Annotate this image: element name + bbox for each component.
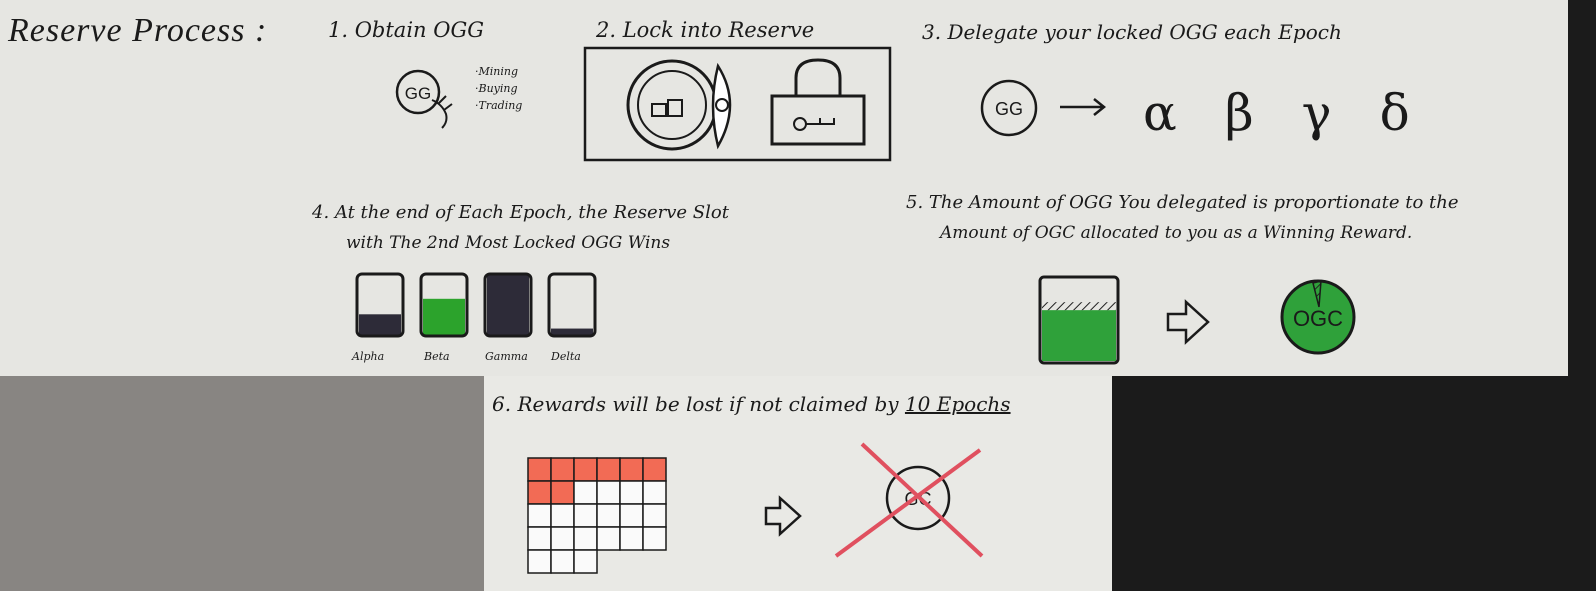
obtain-method-item: ·Mining bbox=[475, 65, 519, 78]
epoch-cell bbox=[596, 457, 621, 482]
epoch-cell bbox=[550, 503, 575, 528]
arrow-right-icon bbox=[1060, 98, 1107, 116]
epoch-cell bbox=[573, 526, 598, 551]
epoch-cell bbox=[573, 480, 598, 505]
step-5-heading-line2: Amount of OGC allocated to you as a Winn… bbox=[940, 223, 1413, 243]
epoch-cell bbox=[596, 503, 621, 528]
slot-fill bbox=[487, 274, 529, 336]
slot-outline bbox=[419, 272, 469, 338]
step-4-heading-line1: 4. At the end of Each Epoch, the Reserve… bbox=[312, 202, 729, 223]
hollow-arrow-icon-2 bbox=[764, 495, 802, 537]
slot-fill bbox=[359, 314, 401, 336]
greek-letter-gamma: γ bbox=[1301, 84, 1332, 142]
slot-label-beta: Beta bbox=[424, 350, 450, 363]
ogg-coin-delegate-label: GG bbox=[995, 99, 1023, 119]
epoch-grid bbox=[527, 457, 667, 574]
reserve-slots bbox=[355, 272, 597, 338]
slot-outline bbox=[355, 272, 405, 338]
step-6-heading: 6. Rewards will be lost if not claimed b… bbox=[492, 392, 1011, 416]
reward-hatch bbox=[1042, 302, 1116, 311]
greek-letter-beta: β bbox=[1224, 84, 1254, 142]
step-1-heading: 1. Obtain OGG bbox=[328, 18, 485, 42]
padlock-icon bbox=[770, 58, 866, 146]
greek-letter-delta: δ bbox=[1379, 84, 1410, 142]
epoch-cell bbox=[527, 526, 552, 551]
slot-outline bbox=[483, 272, 533, 338]
reserve-slot-beta bbox=[419, 272, 469, 338]
step-4-heading-line2: with The 2nd Most Locked OGG Wins bbox=[346, 233, 671, 253]
step-6-text: 6. Rewards will be lost if not claimed b… bbox=[492, 392, 905, 416]
ogg-coin-label: GG bbox=[405, 84, 431, 103]
slot-label-delta: Delta bbox=[551, 350, 581, 363]
step-6-underlined-text: 10 Epochs bbox=[904, 392, 1011, 416]
epoch-cell bbox=[527, 503, 552, 528]
epoch-cell bbox=[527, 549, 552, 574]
ogc-reward-coin-icon: OGC bbox=[1280, 279, 1356, 355]
obtain-method-item: ·Buying bbox=[475, 82, 518, 95]
epoch-cell bbox=[573, 457, 598, 482]
slot-label-alpha: Alpha bbox=[352, 350, 385, 363]
ogg-coin-icon: GG bbox=[395, 69, 441, 115]
ogg-coin-delegate-icon: GG bbox=[980, 79, 1038, 137]
vault-door-icon bbox=[626, 59, 732, 151]
epoch-cell bbox=[619, 503, 644, 528]
epoch-cell bbox=[642, 526, 667, 551]
step-2-heading: 2. Lock into Reserve bbox=[596, 18, 815, 42]
epoch-cell bbox=[642, 457, 667, 482]
reward-fill bbox=[1042, 310, 1116, 361]
epoch-cell bbox=[550, 457, 575, 482]
diagram-title: Reserve Process : bbox=[8, 12, 268, 49]
slot-fill bbox=[551, 328, 593, 336]
step-5-heading-line1: 5. The Amount of OGG You delegated is pr… bbox=[906, 192, 1459, 213]
epoch-cell bbox=[527, 457, 552, 482]
epoch-cell bbox=[550, 549, 575, 574]
slot-outline bbox=[547, 272, 597, 338]
epoch-cell bbox=[573, 549, 598, 574]
reserve-slot-alpha bbox=[355, 272, 405, 338]
vault-frame bbox=[583, 46, 892, 162]
epoch-cell bbox=[550, 480, 575, 505]
epoch-cell bbox=[550, 526, 575, 551]
epoch-cell bbox=[596, 480, 621, 505]
slot-fill bbox=[423, 298, 465, 336]
obtain-methods-list: ·Mining ·Buying ·Trading bbox=[475, 63, 522, 114]
slot-label-gamma: Gamma bbox=[485, 350, 528, 363]
reserve-slot-gamma bbox=[483, 272, 533, 338]
epoch-cell bbox=[527, 480, 552, 505]
hand-icon bbox=[431, 95, 453, 129]
step-3-heading: 3. Delegate your locked OGG each Epoch bbox=[922, 20, 1342, 44]
cross-out-icon bbox=[834, 442, 984, 558]
epoch-cell bbox=[619, 480, 644, 505]
epoch-cell bbox=[573, 503, 598, 528]
epoch-cell bbox=[642, 480, 667, 505]
epoch-cell bbox=[619, 526, 644, 551]
reserve-slot-delta bbox=[547, 272, 597, 338]
epoch-cell bbox=[619, 457, 644, 482]
hollow-arrow-icon bbox=[1166, 299, 1210, 345]
epoch-cell bbox=[642, 503, 667, 528]
reward-container bbox=[1038, 275, 1120, 365]
greek-letter-alpha: α bbox=[1143, 84, 1177, 142]
epoch-cell bbox=[596, 526, 621, 551]
ogc-reward-coin-label: OGC bbox=[1293, 306, 1343, 331]
obtain-method-item: ·Trading bbox=[475, 99, 523, 112]
